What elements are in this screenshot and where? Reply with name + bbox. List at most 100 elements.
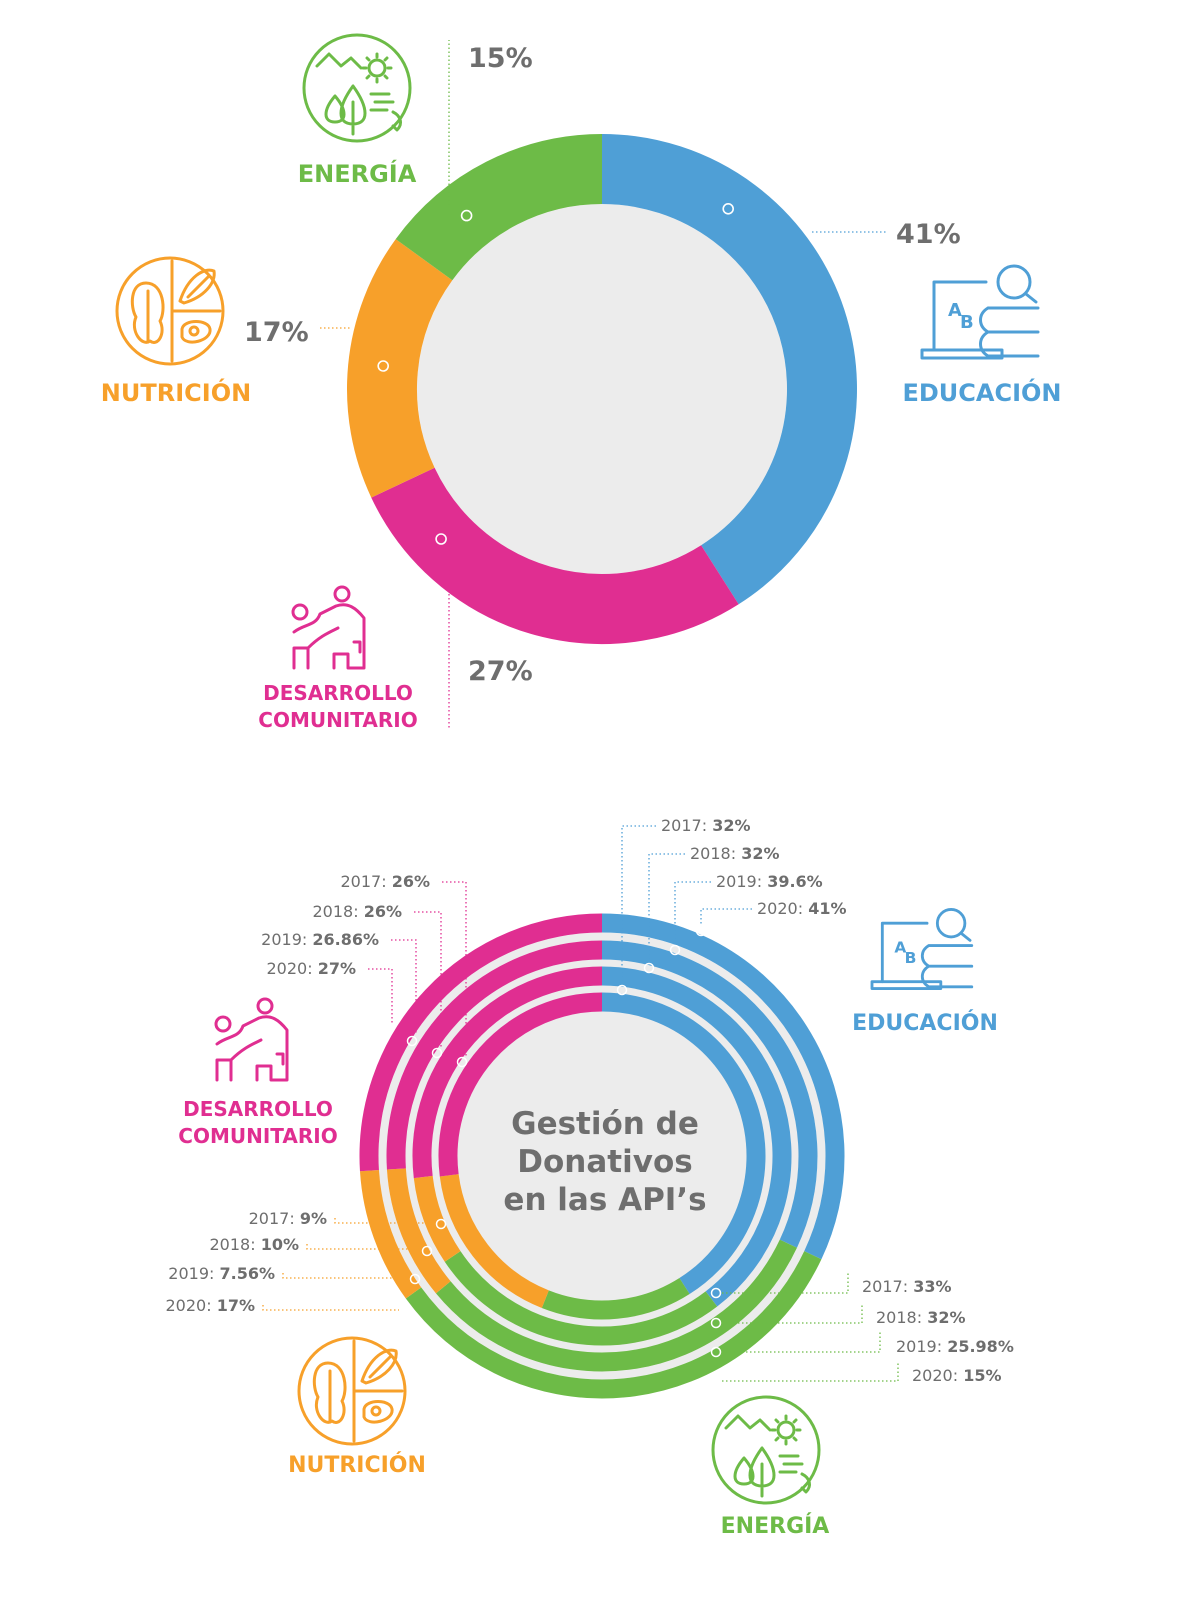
label-desarrollo-top-line2: COMUNITARIO — [258, 708, 417, 732]
center-title-line3: en las API’s — [503, 1182, 706, 1218]
label-desarrollo-top-line1: DESARROLLO — [263, 681, 413, 705]
year-label-nutricion-2018: 2018: 10% — [210, 1235, 300, 1254]
year-label-energia-2019: 2019: 25.98% — [896, 1337, 1014, 1356]
year: 2019: — [896, 1337, 947, 1356]
label-educacion-top: EDUCACIÓN — [902, 377, 1061, 407]
ring-separator — [378, 932, 826, 1380]
ring-marker-nutricion-2017 — [435, 1218, 447, 1230]
year-value: 7.56% — [219, 1264, 275, 1283]
label-educacion-bottom: EDUCACIÓN — [852, 1010, 998, 1036]
leader-line-educacion-2019 — [674, 881, 711, 944]
ring-2017-slice-energia — [405, 1251, 822, 1399]
year-label-desarrollo-2019: 2019: 26.86% — [261, 930, 379, 949]
leader-line-energia-2018 — [722, 1303, 863, 1324]
education-books-icon: A B — [870, 908, 974, 990]
label-nutricion-top: NUTRICIÓN — [101, 377, 251, 407]
label-nutricion-bottom: NUTRICIÓN — [288, 1452, 426, 1478]
year: 2017: — [661, 816, 712, 835]
leader-line-educacion-2018 — [648, 853, 685, 962]
center-title-line1: Gestión de — [511, 1106, 699, 1142]
ring-2018-slice-energia — [435, 1239, 797, 1372]
ring-separator — [405, 959, 799, 1353]
slice-marker-energia — [460, 209, 473, 222]
ring-2017-slice-nutricion — [359, 1169, 422, 1299]
leader-line-desarrollo-2018 — [414, 911, 442, 1047]
year-value: 15% — [963, 1366, 1001, 1385]
leader-line-nutricion-2018 — [306, 1244, 421, 1250]
leader-line-desarrollo-2020 — [368, 968, 393, 1024]
year-value: 26% — [392, 872, 430, 891]
year-label-energia-2020: 2020: 15% — [912, 1366, 1002, 1385]
ring-marker-desarrollo-2018 — [431, 1047, 443, 1059]
ring-marker-energia-2020 — [710, 1375, 722, 1387]
pct-label-educacion: 41% — [896, 219, 961, 250]
svg-text:A: A — [948, 300, 962, 321]
svg-text:B: B — [905, 949, 917, 967]
year-label-energia-2017: 2017: 33% — [862, 1277, 952, 1296]
year: 2017: — [249, 1209, 300, 1228]
year-label-desarrollo-2018: 2018: 26% — [313, 902, 403, 921]
label-energia-bottom: ENERGÍA — [721, 1513, 830, 1539]
ring-2017-slice-educacion — [601, 913, 845, 1260]
ring-marker-desarrollo-2020 — [382, 1024, 394, 1036]
center-title-line2: Donativos — [517, 1144, 692, 1180]
leader-line-nutricion-2017 — [334, 1218, 435, 1224]
pct-label-energia: 15% — [468, 43, 533, 74]
ring-marker-educacion-2018 — [643, 962, 655, 974]
year-label-desarrollo-2020: 2020: 27% — [267, 959, 357, 978]
ring-marker-desarrollo-2017 — [456, 1056, 468, 1068]
donut-slice-desarrollo — [371, 467, 739, 644]
donut-slice-educacion — [601, 134, 857, 605]
ring-marker-nutricion-2019 — [409, 1273, 421, 1285]
year: 2020: — [757, 899, 808, 918]
svg-text:A: A — [894, 938, 906, 956]
label-desarrollo-bottom-line1: DESARROLLO — [183, 1097, 333, 1121]
community-climb-icon — [291, 585, 366, 670]
year-value: 32% — [741, 844, 779, 863]
ring-marker-energia-2018 — [710, 1317, 722, 1329]
ring-2020-slice-educacion — [601, 992, 766, 1295]
leader-line-educacion-2020 — [700, 908, 752, 925]
slice-marker-desarrollo — [435, 533, 447, 545]
year: 2018: — [210, 1235, 261, 1254]
label-desarrollo-bottom-line2: COMUNITARIO — [178, 1124, 337, 1148]
pct-label-desarrollo: 27% — [468, 656, 533, 687]
leader-line-desarrollo-2019 — [391, 939, 417, 1035]
year-value: 27% — [318, 959, 356, 978]
year: 2018: — [876, 1308, 927, 1327]
ring-2020-slice-nutricion — [439, 1173, 549, 1309]
year-label-educacion-2019: 2019: 39.6% — [716, 872, 823, 891]
ring-marker-energia-2019 — [710, 1346, 722, 1358]
nutrition-plate-icon — [115, 256, 225, 366]
year: 2020: — [267, 959, 318, 978]
year-value: 32% — [712, 816, 750, 835]
ring-2017-slice-desarrollo — [359, 913, 603, 1172]
year-value: 26% — [364, 902, 402, 921]
year-label-nutricion-2020: 2020: 17% — [166, 1296, 256, 1315]
year-value: 17% — [217, 1296, 255, 1315]
year: 2017: — [341, 872, 392, 891]
year-label-nutricion-2017: 2017: 9% — [249, 1209, 327, 1228]
year-value: 9% — [300, 1209, 327, 1228]
year-value: 26.86% — [312, 930, 379, 949]
donut-slice-energia — [395, 134, 603, 281]
year-label-educacion-2020: 2020: 41% — [757, 899, 847, 918]
donut-slice-nutricion — [347, 239, 453, 498]
ring-2020-slice-desarrollo — [438, 992, 603, 1177]
ring-marker-nutricion-2020 — [399, 1305, 411, 1317]
year: 2019: — [261, 930, 312, 949]
leader-line-energia-2019 — [722, 1332, 881, 1353]
leader-line-desarrollo-2017 — [442, 881, 467, 1056]
label-energia-top: ENERGÍA — [298, 159, 417, 188]
year-label-educacion-2018: 2018: 32% — [690, 844, 780, 863]
rings-center — [436, 990, 768, 1322]
pct-label-nutricion: 17% — [244, 317, 309, 348]
environment-energy-icon — [711, 1395, 821, 1505]
year-label-nutricion-2019: 2019: 7.56% — [168, 1264, 275, 1283]
donut-chart-total: 41% 27% 17% 15% — [244, 40, 961, 728]
ring-marker-energia-2017 — [710, 1287, 722, 1299]
svg-text:B: B — [960, 312, 974, 333]
year: 2019: — [716, 872, 767, 891]
leader-line-nutricion-2019 — [282, 1273, 409, 1279]
